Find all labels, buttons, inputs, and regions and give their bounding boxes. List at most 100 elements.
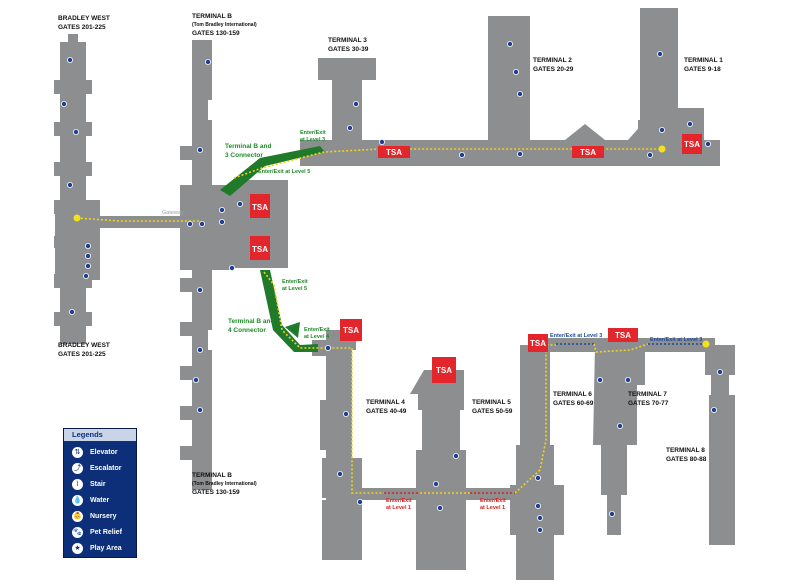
stair-icon [625,376,632,383]
legend-item-pet-relief: 🐾 Pet Relief [72,526,122,538]
stair-icon [83,272,90,279]
bradley-west-hub [55,200,100,280]
terminal-6 [510,345,564,580]
legend-item-escalator: ⤴ Escalator [72,462,122,474]
connector-labels: Terminal B and 3 Connector Terminal B an… [162,130,702,511]
path-endpoint-t1 [658,145,666,153]
elevator-icon [196,406,203,413]
legend-item-nursery: 👶 Nursery [72,510,116,522]
terminal-4 [320,330,362,560]
level1-t5-label-2: at Level 1 [480,505,505,511]
water-icon [617,422,624,429]
legend-label: Elevator [90,448,118,456]
level1-t4-label-1: Enter/Exit [386,498,412,504]
tsa-checkpoints: TSA TSA TSA TSA TSA TSA TSA TSA TSA [250,134,702,383]
t7-gates: GATES 70-77 [628,400,669,407]
escalator-icon [85,242,92,249]
elevator-icon [236,200,243,207]
stair-icon [228,264,235,271]
elevator-icon [609,510,616,517]
level5-top-label: Enter/Exit at Level 5 [258,169,310,175]
bradley-top-name: BRADLEY WEST [58,15,110,22]
water-icon [436,504,443,511]
tbit-bottom-sub: (Tom Bradley International) [192,481,257,487]
elevator-icon [342,410,349,417]
escalator-icon: ⤴ [72,462,83,474]
water-icon [535,474,542,481]
tbit-bottom-gates: GATES 130-159 [192,489,240,496]
water-icon [352,101,359,108]
t5-gates: GATES 50-59 [472,408,513,415]
terminal-1 [638,8,704,140]
tsa-tbit-1 [250,194,270,218]
yellow-path-t6 [514,344,556,494]
stair-icon [196,146,203,153]
stair-icon [198,220,205,227]
elevator-icon [67,57,74,64]
elevator-icon [711,406,718,413]
legend-item-elevator: ⇅ Elevator [72,446,118,458]
tbit-top-sub: (Tom Bradley International) [192,22,257,28]
water-icon [517,91,524,98]
elevator-icon [517,150,524,157]
tsa-t5 [432,357,456,383]
pet-relief-icon: 🐾 [72,526,83,538]
b3-connector-label-2: 3 Connector [225,152,263,159]
terminal-labels: BRADLEY WEST GATES 201-225 BRADLEY WEST … [58,13,723,496]
tsa-t2 [572,146,604,158]
tsa-t6-label: TSA [530,339,546,348]
level4-label-1: Enter/Exit [304,327,330,333]
stair-icon [192,376,199,383]
bradley-west-concourse [54,34,92,344]
water-icon [61,101,68,108]
t3-name: TERMINAL 3 [328,37,367,44]
tsa-t1-label: TSA [684,140,700,149]
b4-connector-label-1: Terminal B and [228,318,275,325]
bradley-top-gates: GATES 201-225 [58,24,106,31]
tsa-t5-label: TSA [436,366,452,375]
t4-name: TERMINAL 4 [366,399,405,406]
legend: Legends ⇅ Elevator ⤴ Escalator ⌇ Stair 💧… [63,428,137,558]
legend-label: Nursery [90,512,117,520]
level1-t4-label-2: at Level 1 [386,505,411,511]
b3-connector [220,146,325,196]
terminal-2-wedge [565,124,605,140]
b4-connector-flag [285,322,300,338]
bradley-bottom-name: BRADLEY WEST [58,342,110,349]
stair-icon [432,480,439,487]
elevator-icon [85,262,92,269]
tsa-tbit-1-label: TSA [252,203,268,212]
escalator-icon [218,206,225,213]
t2-gates: GATES 20-29 [533,66,574,73]
legend-label: Stair [90,480,106,488]
water-icon [196,346,203,353]
legend-label: Play Area [90,544,122,552]
stair-icon: ⌇ [72,478,83,490]
tsa-t3-label: TSA [386,148,402,157]
water-icon [687,121,694,128]
elevator-icon [204,59,211,66]
buildings [54,8,735,580]
nursery-icon: 👶 [72,510,83,522]
t6-gates: GATES 60-69 [553,400,594,407]
water-icon [85,252,92,259]
t7-name: TERMINAL 7 [628,391,667,398]
level3-label-2: at Level 3 [300,137,325,143]
stair-icon [73,128,80,135]
t1-name: TERMINAL 1 [684,57,723,64]
gateway-label: Gateway [162,210,184,216]
tsa-t7 [608,328,638,342]
path-endpoint-t8 [702,340,710,348]
level3-t7-label: Enter/Exit at Level 3 [650,337,702,343]
legend-item-play-area: ★ Play Area [72,542,122,554]
terminal-3 [318,58,376,142]
b4-connector [260,270,318,352]
b4-connector-label-2: 4 Connector [228,327,266,334]
elevator-icon [346,125,353,132]
green-connectors [220,146,325,352]
elevator-icon [356,498,363,505]
elevator-icon [597,376,604,383]
elevator-icon [513,69,520,76]
yellow-path-gateway [76,217,200,222]
